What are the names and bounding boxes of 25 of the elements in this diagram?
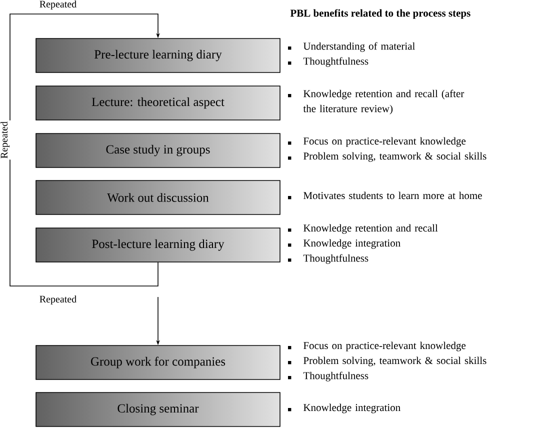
- arrow: [10, 14, 160, 286]
- process-box: Case study in groups: [36, 133, 280, 168]
- benefit-text: Knowledge retention and recall: [304, 224, 438, 234]
- benefit-text: Problem solving, teamwork & social skills: [304, 152, 486, 162]
- benefit-text: Knowledge integration: [304, 239, 400, 249]
- benefit-text: Thoughtfulness: [303, 57, 368, 67]
- benefit-text: Focus on practice-relevant knowledge: [304, 342, 466, 352]
- process-box: Lecture: theoretical aspect: [36, 86, 280, 120]
- process-box: Closing seminar: [36, 392, 280, 427]
- benefit-text: Understanding of material: [303, 42, 415, 52]
- benefit-text: Knowledge integration: [304, 404, 400, 414]
- benefit-text: Focus on practice-relevant knowledge: [304, 137, 466, 147]
- process-box: Post-lecture learning diary: [36, 228, 280, 262]
- benefit-text: Motivates students to learn more at home: [304, 192, 482, 200]
- repeat-label: Repeated: [0, 120, 11, 160]
- process-box: Pre-lecture learning diary: [36, 38, 280, 73]
- benefit-text: Knowledge retention and recall (after the literature review): [303, 90, 464, 114]
- repeat-label: Repeated: [38, 294, 78, 306]
- process-box: Work out discussion: [36, 180, 280, 215]
- benefit-text: Thoughtfulness: [303, 254, 368, 264]
- column-heading: PBL benefits related to the process steps: [290, 9, 470, 19]
- edge-label: Repeated: [38, 0, 78, 11]
- benefit-text: Thoughtfulness: [303, 372, 368, 382]
- process-box: Group work for companies: [36, 345, 280, 380]
- benefit-text: Problem solving, teamwork & social skills: [304, 356, 486, 366]
